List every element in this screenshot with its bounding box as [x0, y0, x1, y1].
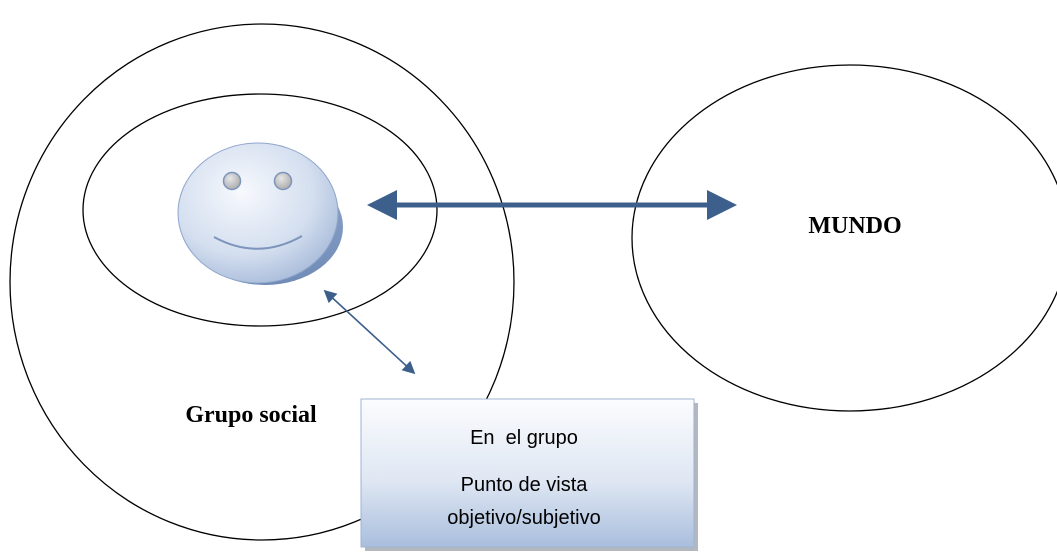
social-group-label: Grupo social	[185, 402, 317, 428]
world-ellipse	[631, 64, 1057, 412]
info-box: En el grupo Punto de vista objetivo/subj…	[360, 398, 698, 551]
right-eye-icon	[273, 171, 293, 191]
info-box-line3: objetivo/subjetivo	[447, 507, 600, 529]
world-label: MUNDO	[808, 213, 901, 239]
left-eye-icon	[222, 171, 242, 191]
smiley-face-icon	[177, 142, 343, 285]
info-box-line2: Punto de vista	[461, 474, 589, 496]
social-group-outer-ellipse	[9, 23, 515, 541]
smile-icon	[213, 235, 303, 250]
individual-box-arrow	[323, 289, 416, 375]
info-box-line1: En el grupo	[470, 427, 578, 449]
